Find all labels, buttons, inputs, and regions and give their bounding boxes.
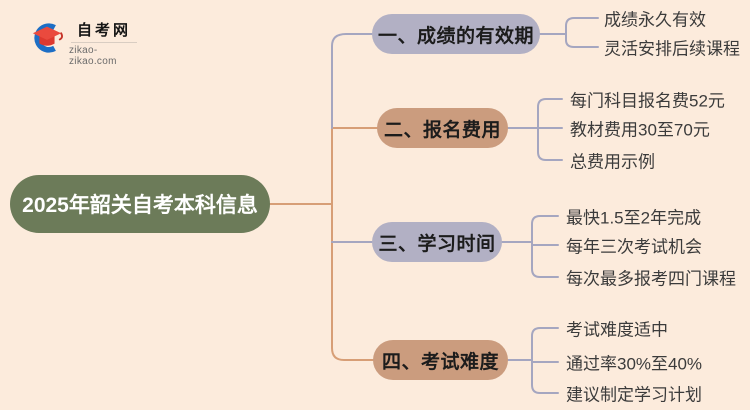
site-name: 自考网 <box>76 22 131 39</box>
branch-node-3: 三、学习时间 <box>372 222 502 262</box>
graduation-cap-icon <box>32 23 64 53</box>
leaf-node: 建议制定学习计划 <box>566 385 702 405</box>
leaf-node: 每门科目报名费52元 <box>570 91 725 111</box>
logo-divider <box>71 42 137 43</box>
root-node: 2025年韶关自考本科信息 <box>10 175 270 233</box>
branch-node-1: 一、成绩的有效期 <box>372 14 540 54</box>
leaf-node: 教材费用30至70元 <box>570 120 710 140</box>
leaf-node: 考试难度适中 <box>566 320 668 340</box>
leaf-node: 每次最多报考四门课程 <box>566 269 736 289</box>
leaf-node: 每年三次考试机会 <box>566 237 702 257</box>
connector-trunk-upper <box>331 33 373 129</box>
site-logo: 自考网 zikao-zikao.com <box>30 22 139 67</box>
branch-node-4: 四、考试难度 <box>373 340 508 380</box>
leaf-node: 最快1.5至2年完成 <box>566 208 702 228</box>
branch-node-2: 二、报名费用 <box>377 108 508 148</box>
leaf-node: 总费用示例 <box>570 152 655 172</box>
leaf-node: 灵活安排后续课程 <box>604 39 740 59</box>
connector-trunk-lower <box>331 127 374 361</box>
leaf-node: 通过率30%至40% <box>566 354 703 374</box>
site-domain: zikao-zikao.com <box>69 45 117 67</box>
leaf-node: 成绩永久有效 <box>604 10 706 30</box>
